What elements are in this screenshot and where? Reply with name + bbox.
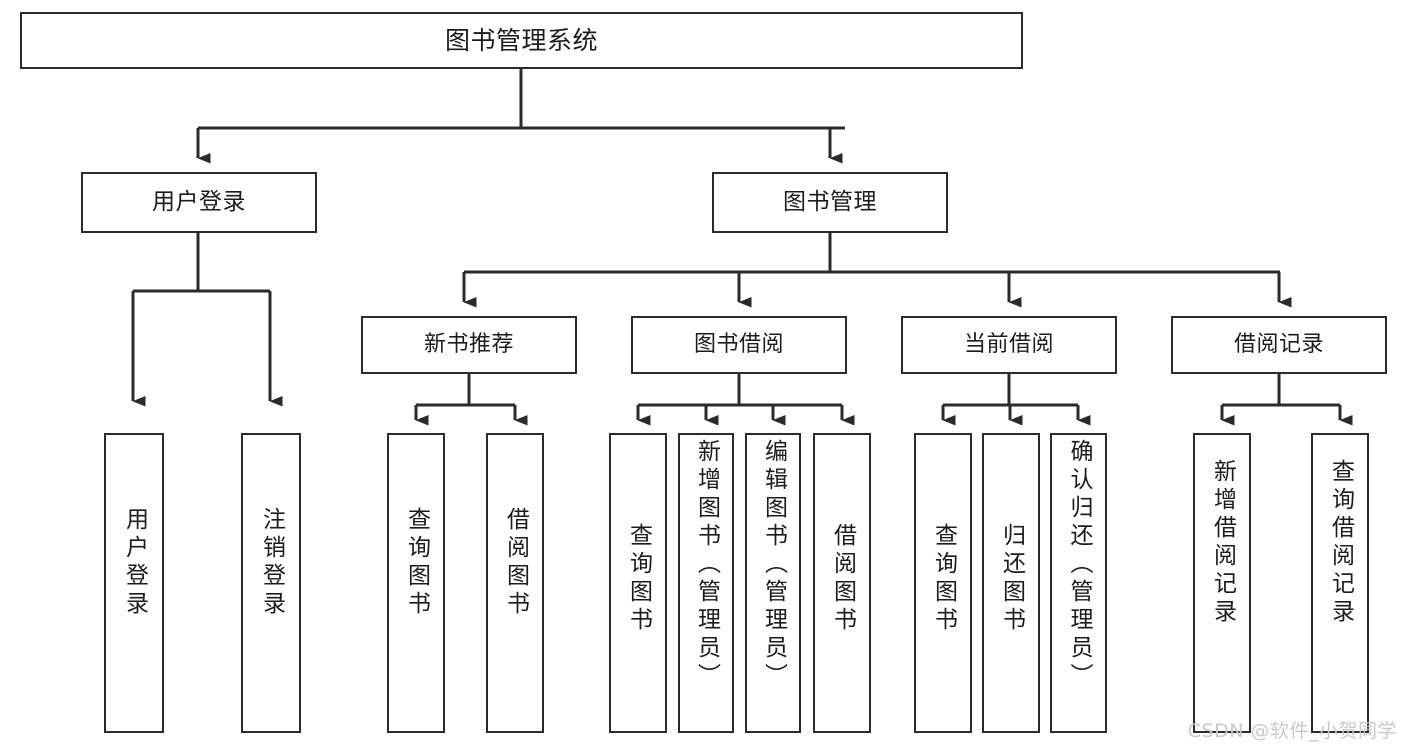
leaf-borrow-book-recommend[interactable]: 借阅图书 (486, 433, 544, 733)
node-label: 借阅图书 (502, 507, 529, 619)
node-new-book-recommend[interactable]: 新书推荐 (361, 316, 577, 374)
leaf-query-book-current[interactable]: 查询图书 (914, 433, 972, 733)
node-label: 借阅记录 (1233, 331, 1324, 357)
node-book-management[interactable]: 图书管理 (712, 172, 948, 233)
node-label: 图书借阅 (693, 331, 784, 357)
node-label: 新增图书（管理员） (693, 439, 720, 691)
leaf-user-login[interactable]: 用户登录 (104, 433, 164, 733)
leaf-return-book[interactable]: 归还图书 (982, 433, 1040, 733)
node-label: 查询借阅记录 (1327, 459, 1354, 627)
csdn-watermark: CSDN @软件_小贺同学 (1187, 720, 1397, 742)
node-label: 归还图书 (998, 523, 1025, 635)
node-label: 确认归还（管理员） (1066, 439, 1092, 691)
leaf-add-borrow-record[interactable]: 新增借阅记录 (1193, 433, 1251, 733)
node-label: 注销登录 (258, 507, 285, 619)
leaf-edit-book-admin[interactable]: 编辑图书（管理员） (745, 433, 801, 733)
node-book-borrow[interactable]: 图书借阅 (631, 316, 847, 374)
node-label: 用户登录 (152, 188, 246, 215)
node-label: 图书管理 (783, 188, 877, 215)
node-label: 编辑图书（管理员） (760, 439, 787, 691)
node-label: 用户登录 (121, 507, 148, 619)
node-root-system[interactable]: 图书管理系统 (20, 12, 1023, 69)
node-current-borrow[interactable]: 当前借阅 (901, 316, 1117, 374)
node-label: 新增借阅记录 (1209, 459, 1236, 627)
leaf-borrow-book-borrow[interactable]: 借阅图书 (813, 433, 871, 733)
node-label: 查询图书 (403, 507, 430, 619)
node-label: 当前借阅 (963, 331, 1054, 357)
leaf-add-book-admin[interactable]: 新增图书（管理员） (678, 433, 734, 733)
node-borrow-record[interactable]: 借阅记录 (1171, 316, 1387, 374)
leaf-logout-login[interactable]: 注销登录 (241, 433, 301, 733)
leaf-query-borrow-record[interactable]: 查询借阅记录 (1311, 433, 1369, 733)
node-label: 借阅图书 (829, 523, 856, 635)
leaf-confirm-return-admin[interactable]: 确认归还（管理员） (1050, 433, 1107, 733)
node-label: 查询图书 (930, 523, 957, 635)
node-label: 查询图书 (625, 523, 652, 635)
leaf-query-book-recommend[interactable]: 查询图书 (387, 433, 445, 733)
node-label: 新书推荐 (423, 331, 514, 357)
node-label: 图书管理系统 (444, 25, 598, 55)
node-user-login[interactable]: 用户登录 (81, 172, 317, 233)
leaf-query-book-borrow[interactable]: 查询图书 (609, 433, 667, 733)
